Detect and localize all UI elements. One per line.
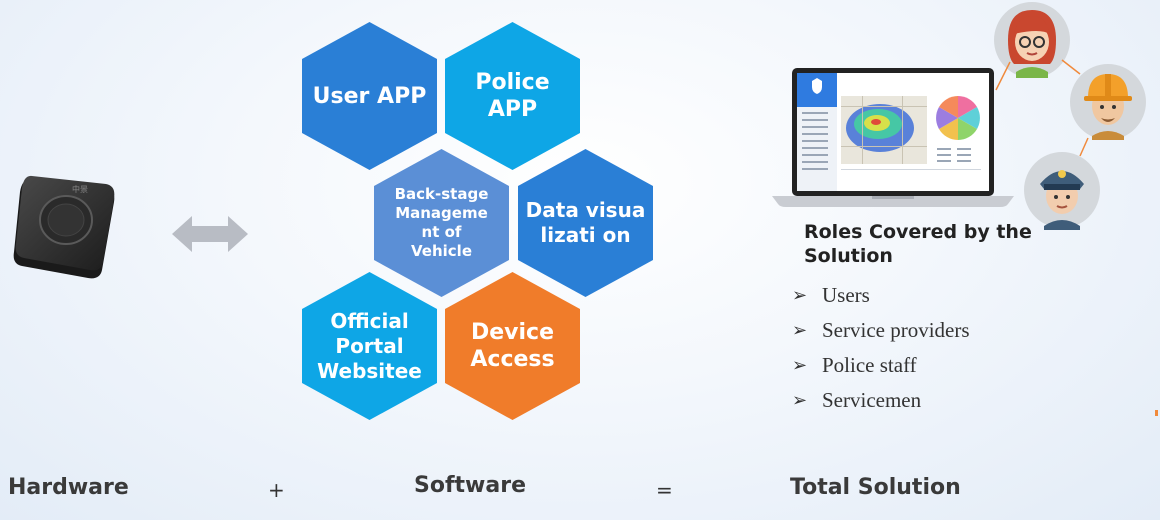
hex-device-access: Device Access bbox=[445, 272, 580, 420]
device-brand-text: 中景 bbox=[72, 184, 88, 194]
total-solution-label: Total Solution bbox=[790, 475, 961, 500]
laptop-dashboard-image bbox=[772, 68, 1014, 207]
list-item: ➢ Service providers bbox=[792, 313, 970, 348]
engineer-avatar-icon bbox=[1070, 64, 1146, 140]
hex-label-official-portal: Official Portal Websitee bbox=[317, 308, 422, 383]
list-item: ➢ Police staff bbox=[792, 348, 970, 383]
woman-avatar-icon bbox=[994, 2, 1070, 78]
hex-official-portal: Official Portal Websitee bbox=[302, 272, 437, 420]
roles-title: Roles Covered by the Solution bbox=[804, 221, 1032, 267]
hex-user-app: User APP bbox=[302, 22, 437, 170]
list-item: ➢ Servicemen bbox=[792, 383, 970, 418]
arrow-bullet-icon: ➢ bbox=[792, 285, 808, 306]
edge-mark bbox=[1155, 410, 1158, 416]
hex-label-user-app: User APP bbox=[312, 83, 427, 109]
hex-police-app: Police APP bbox=[445, 22, 580, 170]
double-arrow-icon bbox=[172, 216, 248, 252]
hardware-label: Hardware bbox=[8, 475, 129, 500]
role-label: Service providers bbox=[822, 318, 970, 342]
avatar-connector-lines bbox=[995, 59, 1089, 157]
software-label: Software bbox=[414, 473, 526, 498]
arrow-bullet-icon: ➢ bbox=[792, 320, 808, 341]
arrow-bullet-icon: ➢ bbox=[792, 355, 808, 376]
hex-label-device-access: Device Access bbox=[470, 320, 555, 372]
roles-list: ➢Users ➢Service providers ➢Police staff … bbox=[792, 278, 970, 418]
hex-label-back-stage: Back-stage Manageme nt of Vehicle bbox=[394, 185, 489, 260]
list-item: ➢ Users bbox=[792, 278, 970, 313]
arrow-bullet-icon: ➢ bbox=[792, 390, 808, 411]
equals-sign: = bbox=[656, 478, 673, 502]
hex-label-police-app: Police APP bbox=[475, 70, 550, 122]
hex-data-visualization: Data visualizati on bbox=[518, 149, 653, 297]
hex-back-stage: Back-stage Manageme nt of Vehicle bbox=[374, 149, 509, 297]
police-officer-avatar-icon bbox=[1024, 152, 1100, 230]
gps-tracker-device-image: 中景 bbox=[13, 175, 115, 279]
hex-label-data-visualization: Data visualizati on bbox=[525, 198, 646, 247]
role-label: Police staff bbox=[822, 353, 917, 377]
role-label: Users bbox=[822, 283, 870, 307]
plus-sign: + bbox=[268, 478, 285, 502]
role-label: Servicemen bbox=[822, 388, 922, 412]
